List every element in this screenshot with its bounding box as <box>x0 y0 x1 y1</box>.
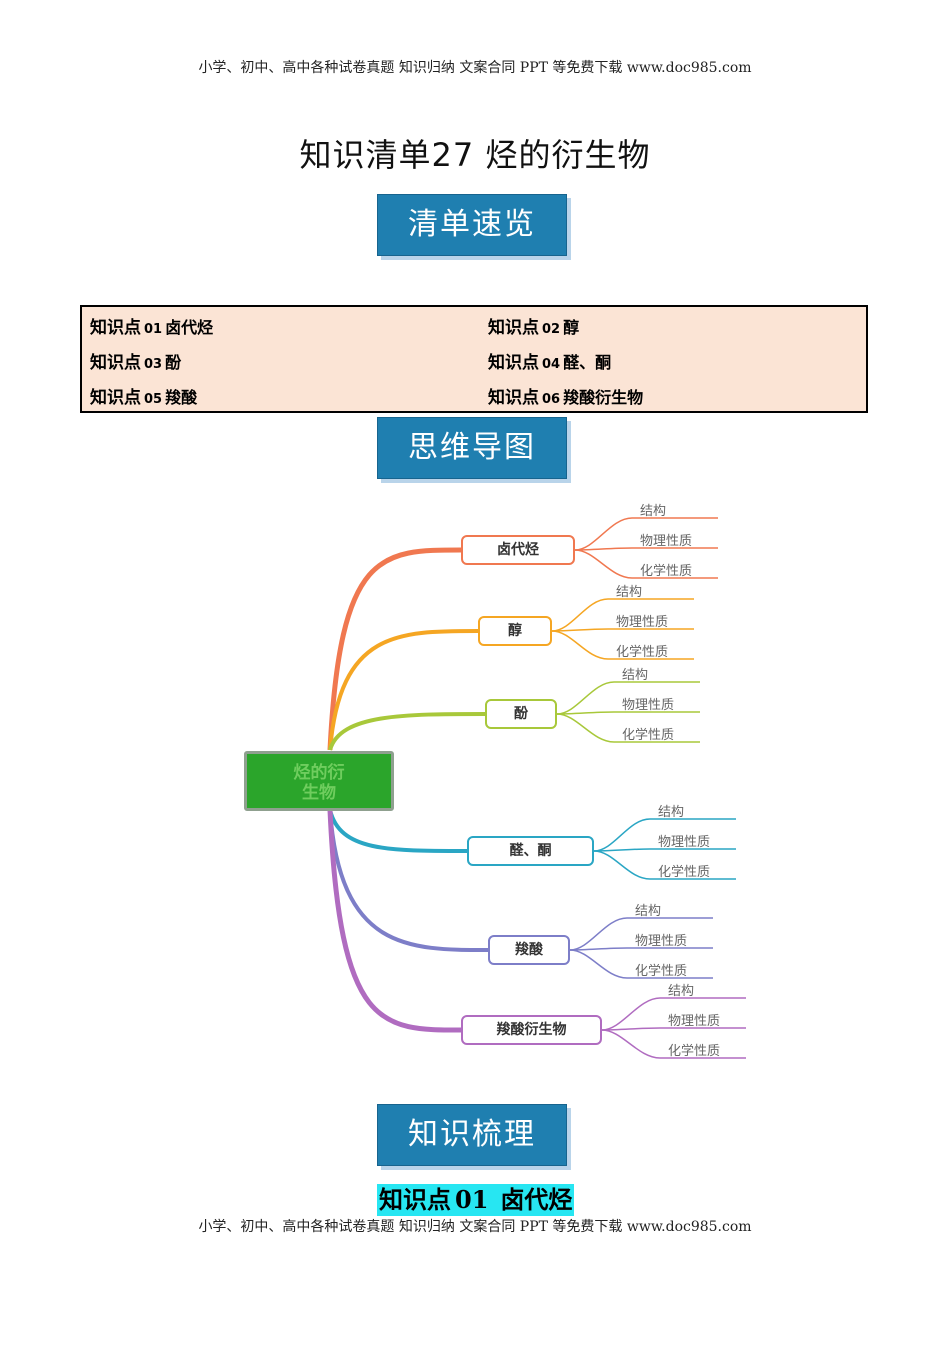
mind-map-leaf-line <box>569 947 713 951</box>
mind-map-leaf-line <box>556 711 700 715</box>
mind-map-leaf: 结构 <box>640 504 667 519</box>
mind-map-leaf-line <box>569 949 713 979</box>
mind-map-leaf: 结构 <box>622 668 649 683</box>
mind-map-leaf: 物理性质 <box>640 534 693 549</box>
mind-map-leaf-line <box>574 517 718 551</box>
mind-map-branch-line <box>328 712 486 751</box>
mind-map-leaf: 物理性质 <box>616 615 669 630</box>
mind-map-leaf: 物理性质 <box>668 1014 721 1029</box>
mind-map-center-node: 烃的衍 生物 <box>244 751 394 811</box>
mind-map-connectors <box>327 517 746 1059</box>
document-title: 知识清单27 烃的衍生物 <box>299 136 651 174</box>
mind-map-leaf-line <box>593 848 736 852</box>
mind-map-leaf: 结构 <box>635 904 662 919</box>
mind-map-leaf-line <box>551 598 694 632</box>
mind-map-leaf: 化学性质 <box>616 645 669 660</box>
mindmap-banner-label: 思维导图 <box>377 417 567 479</box>
knowledge-banner: 知识梳理 <box>377 1104 571 1170</box>
mind-map-leaf-line <box>556 681 700 715</box>
mind-map-leaf-line <box>569 917 713 951</box>
mind-map-leaf-line <box>601 1029 746 1059</box>
mind-map-leaf-line <box>574 547 718 551</box>
mind-map-branch-line <box>327 547 462 751</box>
mindmap-banner: 思维导图 <box>377 417 571 483</box>
mind-map-branch-node: 酚 <box>485 699 557 729</box>
mind-map-branch-node: 卤代烃 <box>461 535 575 565</box>
mind-map-leaf-line <box>601 1027 746 1031</box>
mind-map-branch-line <box>328 629 479 751</box>
mind-map-leaf-line <box>574 549 718 579</box>
mind-map-branch-node: 醛、酮 <box>467 836 594 866</box>
mind-map-branch-line <box>328 809 489 952</box>
mind-map-leaf: 结构 <box>668 984 695 999</box>
overview-banner-label: 清单速览 <box>377 194 567 256</box>
mind-map-branch-node: 羧酸衍生物 <box>461 1015 602 1045</box>
overview-banner: 清单速览 <box>377 194 571 260</box>
mind-map-leaf-line <box>556 713 700 743</box>
mind-map-leaf-line <box>551 630 694 660</box>
mind-map-leaf-line <box>593 850 736 880</box>
mind-map-leaf: 物理性质 <box>635 934 688 949</box>
knowledge-banner-label: 知识梳理 <box>377 1104 567 1166</box>
mind-map-leaf: 化学性质 <box>658 865 711 880</box>
mind-map-leaf: 化学性质 <box>622 728 675 743</box>
mind-map-branch-node: 醇 <box>478 616 552 646</box>
mind-map-leaf: 结构 <box>616 585 643 600</box>
mind-map: 烃的衍 生物 结构物理性质化学性质卤代烃结构物理性质化学性质醇结构物理性质化学性… <box>0 480 950 1080</box>
mind-map-leaf: 物理性质 <box>622 698 675 713</box>
mind-map-branch-node: 羧酸 <box>488 935 570 965</box>
mind-map-leaf: 化学性质 <box>640 564 693 579</box>
mind-map-leaf: 结构 <box>658 805 685 820</box>
mind-map-branch-line <box>327 809 462 1033</box>
page-header: 小学、初中、高中各种试卷真题 知识归纳 文案合同 PPT 等免费下载 www.d… <box>198 60 752 76</box>
mind-map-leaf: 化学性质 <box>668 1044 721 1059</box>
mind-map-leaf-line <box>593 818 736 852</box>
page-footer: 小学、初中、高中各种试卷真题 知识归纳 文案合同 PPT 等免费下载 www.d… <box>198 1219 752 1235</box>
mind-map-branch-line <box>328 809 468 853</box>
mind-map-leaf-line <box>551 628 694 632</box>
mind-map-leaf-line <box>601 997 746 1031</box>
mind-map-leaf: 化学性质 <box>635 964 688 979</box>
mind-map-leaf: 物理性质 <box>658 835 711 850</box>
